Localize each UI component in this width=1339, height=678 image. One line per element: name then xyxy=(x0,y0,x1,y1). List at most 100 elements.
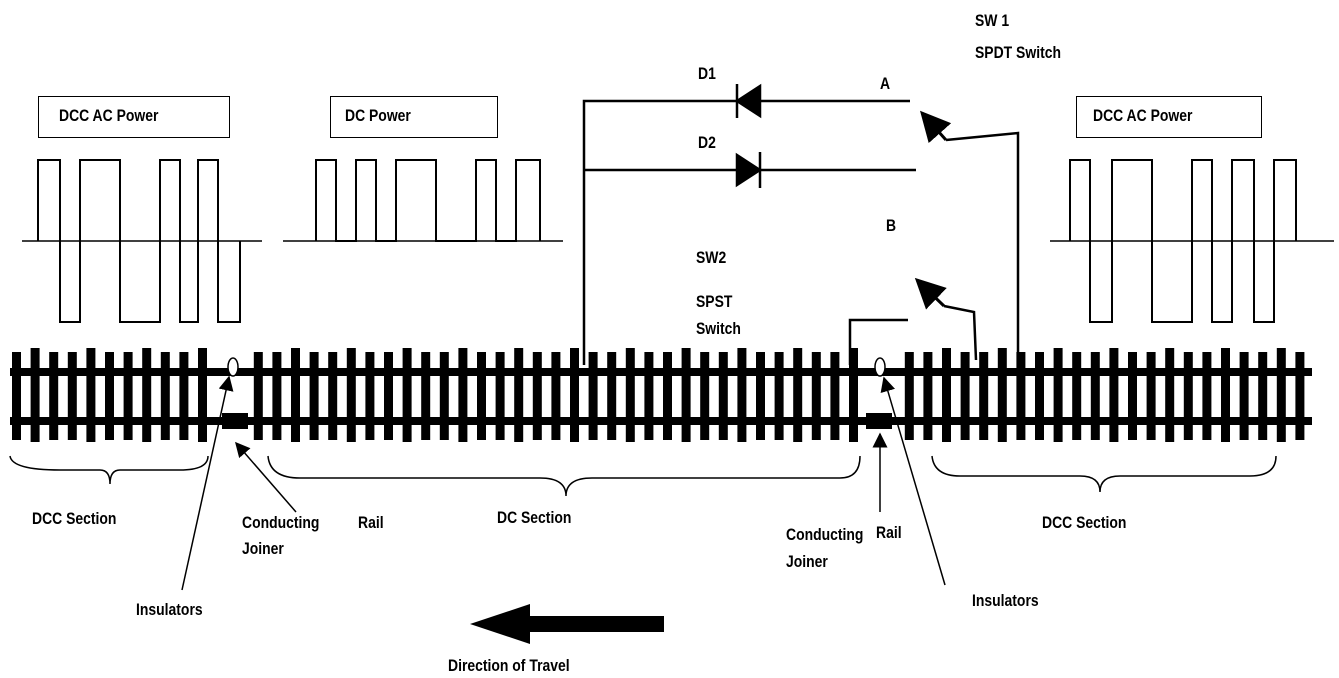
dcc-ac-power-label-left: DCC AC Power xyxy=(59,106,159,125)
label-sw2-type-2: Switch xyxy=(696,319,741,338)
track-tie xyxy=(811,352,821,440)
track-tie xyxy=(1258,352,1268,440)
rail-bottom xyxy=(10,417,1312,425)
label-sw2-name: SW2 xyxy=(696,248,727,267)
dc-power-label: DC Power xyxy=(345,106,411,125)
label-conducting-joiner-right-1: Conducting xyxy=(786,525,864,544)
track-tie xyxy=(179,352,189,440)
track-tie xyxy=(1202,352,1212,440)
label-direction: Direction of Travel xyxy=(448,656,570,675)
waveform-dcc-left xyxy=(22,159,262,323)
wire-sw1-common xyxy=(945,131,1020,370)
track-tie xyxy=(1053,348,1063,442)
section-braces xyxy=(9,455,1277,497)
track-tie xyxy=(625,348,635,442)
track-tie xyxy=(291,348,300,442)
track-tie xyxy=(551,352,561,440)
track-tie xyxy=(904,352,914,440)
sw1-switch-arm xyxy=(920,110,952,144)
track-tie xyxy=(402,348,412,442)
pointer-joiner-left xyxy=(235,441,297,513)
wire-sw2-common xyxy=(943,304,978,361)
insulator-right xyxy=(874,357,886,377)
track-tie xyxy=(123,352,133,440)
track-tie xyxy=(30,348,40,442)
label-conducting-joiner-right-2: Joiner xyxy=(786,552,828,571)
track-tie xyxy=(681,348,691,442)
label-rail-right: Rail xyxy=(876,523,902,542)
track-tie xyxy=(1295,352,1305,440)
track-tie xyxy=(1165,348,1175,442)
track-tie xyxy=(793,348,803,442)
track-tie xyxy=(923,352,933,440)
track-tie xyxy=(253,352,263,440)
wire-dc-feed xyxy=(582,99,738,365)
label-d2: D2 xyxy=(698,133,716,152)
track-tie xyxy=(1072,352,1082,440)
track-tie xyxy=(365,352,375,440)
insulator-left xyxy=(227,357,239,377)
waveform-dcc-right xyxy=(1050,159,1334,323)
track-tie xyxy=(960,352,970,440)
track-rails xyxy=(10,368,1312,425)
track-ties xyxy=(12,348,1305,442)
label-dcc-section-left: DCC Section xyxy=(32,509,117,528)
label-insulators-left: Insulators xyxy=(136,600,203,619)
dcc-ac-power-box-right: DCC AC Power xyxy=(1076,96,1262,138)
track-tie xyxy=(849,348,858,442)
track-tie xyxy=(439,352,449,440)
track-tie xyxy=(588,352,598,440)
track-tie xyxy=(607,352,617,440)
track-tie xyxy=(1221,348,1230,442)
pointer-insulator-left xyxy=(181,375,234,591)
track-tie xyxy=(12,352,21,440)
track-tie xyxy=(830,352,840,440)
track-tie xyxy=(384,352,393,440)
brace-dcc-left xyxy=(9,455,209,485)
dcc-ac-power-label-right: DCC AC Power xyxy=(1093,106,1193,125)
label-a: A xyxy=(880,74,891,93)
direction-arrow xyxy=(470,604,664,644)
track-tie xyxy=(774,352,784,440)
track-tie xyxy=(1035,352,1044,440)
diode-d1 xyxy=(734,83,762,119)
wire-sw2-rail xyxy=(848,318,908,365)
track-tie xyxy=(458,348,468,442)
label-insulators-right: Insulators xyxy=(972,591,1039,610)
label-conducting-joiner-left-1: Conducting xyxy=(242,513,320,532)
track-tie xyxy=(644,352,654,440)
label-d1: D1 xyxy=(698,64,716,83)
dc-power-box: DC Power xyxy=(330,96,498,138)
track-tie xyxy=(105,352,114,440)
pointer-insulator-right xyxy=(880,376,946,586)
track-tie xyxy=(495,352,505,440)
track-tie xyxy=(142,348,152,442)
track-tie xyxy=(700,352,710,440)
track-tie xyxy=(1239,352,1249,440)
track-tie xyxy=(1128,352,1137,440)
label-sw1-name: SW 1 xyxy=(975,11,1010,30)
track-tie xyxy=(309,352,319,440)
pointer-lines xyxy=(181,375,946,591)
track-tie xyxy=(1016,352,1026,440)
track-tie xyxy=(198,348,207,442)
track-tie xyxy=(160,352,170,440)
label-rail-left: Rail xyxy=(358,513,384,532)
track-tie xyxy=(1146,352,1156,440)
sw2-switch-arm xyxy=(914,277,947,310)
track-tie xyxy=(1109,348,1119,442)
waveform-dc xyxy=(283,159,563,242)
track-tie xyxy=(514,348,524,442)
track-tie xyxy=(1276,348,1286,442)
brace-dcc-right xyxy=(931,455,1277,493)
conducting-joiner-right xyxy=(866,413,892,429)
dcc-ac-power-box-left: DCC AC Power xyxy=(38,96,230,138)
label-sw1-type: SPDT Switch xyxy=(975,43,1061,62)
track-tie xyxy=(328,352,338,440)
track-tie xyxy=(86,348,96,442)
track-tie xyxy=(663,352,672,440)
track-tie xyxy=(272,352,282,440)
track-tie xyxy=(1183,352,1193,440)
